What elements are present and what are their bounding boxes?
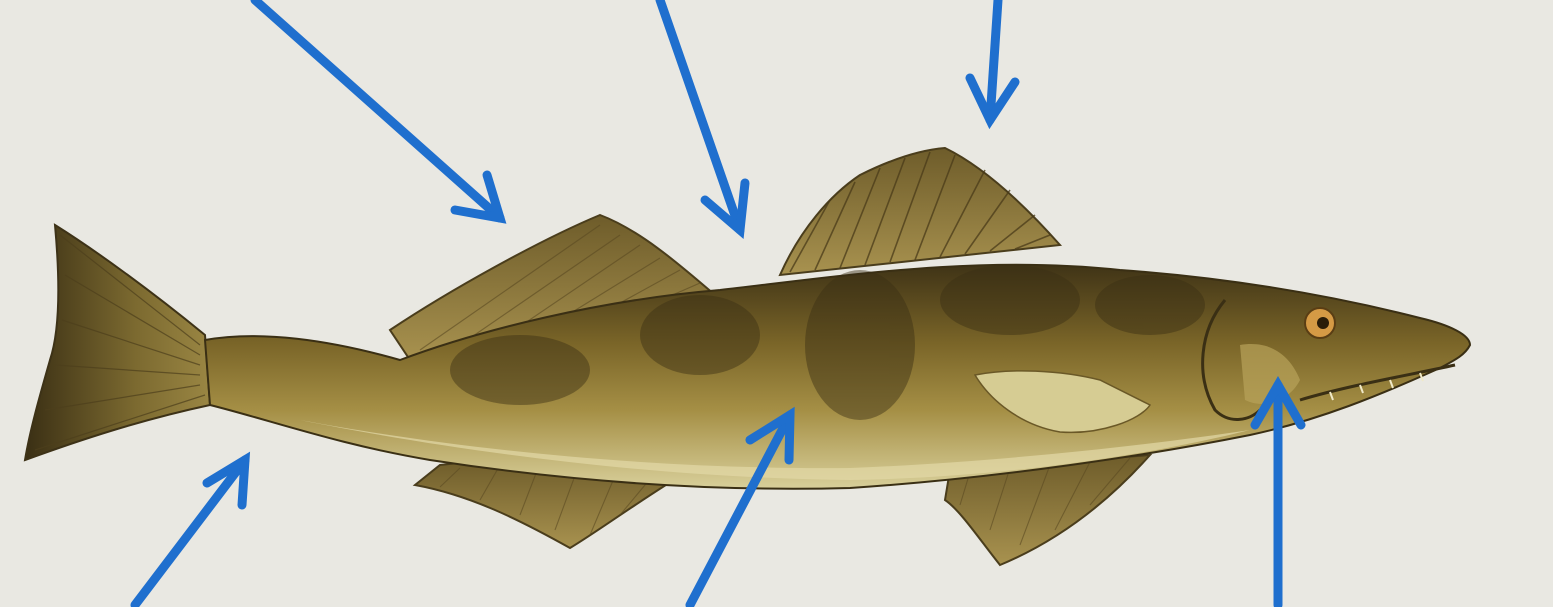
pupil: [1317, 317, 1329, 329]
